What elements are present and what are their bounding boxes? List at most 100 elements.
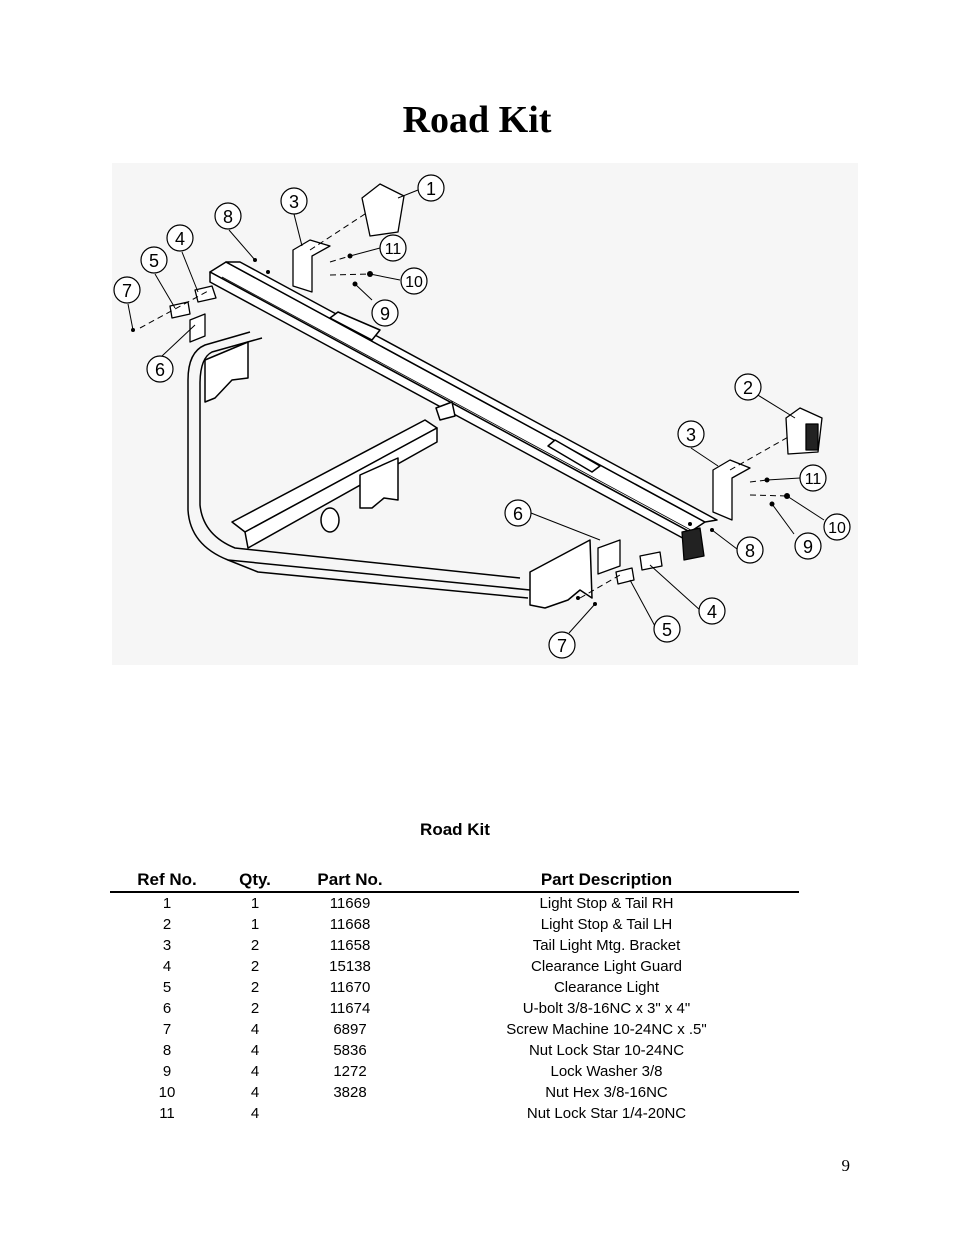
- table-row: 3 2 11658 Tail Light Mtg. Bracket: [110, 935, 799, 956]
- callout-11-right: 11: [799, 464, 827, 492]
- desc-cell: Clearance Light Guard: [531, 958, 682, 975]
- ref-cell: 9: [162, 1063, 172, 1080]
- svg-text:4: 4: [175, 229, 185, 249]
- parts-table: Ref No. Qty. Part No. Part Description 1…: [110, 866, 799, 1124]
- desc-cell: U-bolt 3/8-16NC x 3" x 4": [522, 1000, 691, 1017]
- part-cell: 15138: [329, 958, 371, 975]
- table-row: 8 4 5836 Nut Lock Star 10-24NC: [110, 1040, 799, 1061]
- callout-1: 1: [417, 174, 445, 202]
- ref-cell: 8: [162, 1042, 172, 1059]
- assembly-lines: [139, 211, 791, 599]
- page-number: 9: [841, 1156, 851, 1175]
- ref-cell: 2: [162, 916, 172, 933]
- desc-cell: Nut Hex 3/8-16NC: [545, 1084, 668, 1101]
- svg-text:3: 3: [686, 425, 696, 445]
- part-cell: [286, 1103, 414, 1124]
- svg-text:1: 1: [426, 179, 436, 199]
- svg-text:5: 5: [149, 251, 159, 271]
- table-row: 4 2 15138 Clearance Light Guard: [110, 956, 799, 977]
- trailer-frame: [187, 331, 531, 599]
- road-kit-exploded-diagram: 1 2 3 3 4 4 5 5 6 6 7 7 8 8 9 9 10 10 11…: [112, 163, 858, 665]
- part-cell: 6897: [333, 1021, 367, 1038]
- svg-text:6: 6: [513, 504, 523, 524]
- callout-8-right: 8: [736, 536, 764, 564]
- qty-cell: 4: [250, 1063, 260, 1080]
- qty-cell: 4: [250, 1084, 260, 1101]
- callout-6-right: 6: [504, 499, 532, 527]
- page-title: Road Kit: [402, 99, 552, 141]
- callout-10-right: 10: [823, 513, 851, 541]
- right-end-parts: [597, 407, 823, 585]
- table-header-row: Ref No. Qty. Part No. Part Description: [110, 866, 799, 893]
- ref-cell: 10: [158, 1084, 176, 1101]
- table-row: 9 4 1272 Lock Washer 3/8: [110, 1061, 799, 1082]
- callout-5-right: 5: [653, 615, 681, 643]
- svg-text:11: 11: [385, 241, 402, 258]
- desc-cell: Lock Washer 3/8: [550, 1063, 663, 1080]
- desc-cell: Clearance Light: [553, 979, 660, 996]
- callout-9-right: 9: [794, 532, 822, 560]
- ref-cell: 11: [159, 1105, 175, 1122]
- svg-text:4: 4: [707, 602, 717, 622]
- callout-8-left: 8: [214, 202, 242, 230]
- callout-2: 2: [734, 373, 762, 401]
- callout-11-left: 11: [379, 234, 407, 262]
- callout-5-left: 5: [140, 246, 168, 274]
- svg-text:9: 9: [380, 304, 390, 324]
- table-title: Road Kit: [420, 820, 490, 839]
- qty-cell: 1: [250, 895, 260, 912]
- header-ref-no: Ref No.: [110, 866, 224, 893]
- ref-cell: 6: [162, 1000, 172, 1017]
- part-cell: 11668: [329, 916, 371, 933]
- qty-cell: 2: [250, 937, 260, 954]
- part-cell: 5836: [333, 1042, 367, 1059]
- qty-cell: 2: [250, 979, 260, 996]
- part-cell: 11670: [329, 979, 371, 996]
- svg-text:6: 6: [155, 360, 165, 380]
- callout-4-left: 4: [166, 224, 194, 252]
- svg-text:8: 8: [745, 541, 755, 561]
- desc-cell: Tail Light Mtg. Bracket: [532, 937, 681, 954]
- header-part-no: Part No.: [286, 866, 414, 893]
- svg-text:2: 2: [743, 378, 753, 398]
- part-cell: 3828: [333, 1084, 367, 1101]
- ref-cell: 3: [162, 937, 172, 954]
- svg-text:8: 8: [223, 207, 233, 227]
- part-cell: 11658: [329, 937, 371, 954]
- callout-10-left: 10: [400, 267, 428, 295]
- qty-cell: 2: [250, 1000, 260, 1017]
- part-cell: 1272: [333, 1063, 367, 1080]
- svg-text:9: 9: [803, 537, 813, 557]
- svg-text:10: 10: [828, 520, 846, 537]
- left-end-parts: [169, 183, 405, 343]
- desc-cell: Screw Machine 10-24NC x .5": [506, 1021, 707, 1038]
- svg-text:10: 10: [405, 274, 423, 291]
- header-part-description: Part Description: [414, 866, 799, 893]
- callout-3-left: 3: [280, 187, 308, 215]
- svg-text:5: 5: [662, 620, 672, 640]
- table-row: 5 2 11670 Clearance Light: [110, 977, 799, 998]
- svg-text:7: 7: [122, 281, 132, 301]
- callout-7-right: 7: [548, 631, 576, 659]
- callout-7-left: 7: [113, 276, 141, 304]
- callout-9-left: 9: [371, 299, 399, 327]
- qty-cell: 4: [250, 1042, 260, 1059]
- desc-cell: Light Stop & Tail LH: [540, 916, 673, 933]
- qty-cell: 4: [250, 1105, 260, 1122]
- ref-cell: 4: [162, 958, 172, 975]
- ref-cell: 5: [162, 979, 172, 996]
- svg-text:7: 7: [557, 636, 567, 656]
- ref-cell: 1: [162, 895, 172, 912]
- callouts: 1 2 3 3 4 4 5 5 6 6 7 7 8 8 9 9 10 10 11…: [113, 174, 851, 659]
- svg-text:3: 3: [289, 192, 299, 212]
- cross-member: [204, 311, 601, 609]
- qty-cell: 1: [250, 916, 260, 933]
- ref-cell: 7: [162, 1021, 172, 1038]
- qty-cell: 2: [250, 958, 260, 975]
- svg-text:11: 11: [805, 471, 822, 488]
- desc-cell: Nut Lock Star 10-24NC: [528, 1042, 685, 1059]
- header-qty: Qty.: [224, 866, 286, 893]
- table-row: 2 1 11668 Light Stop & Tail LH: [110, 914, 799, 935]
